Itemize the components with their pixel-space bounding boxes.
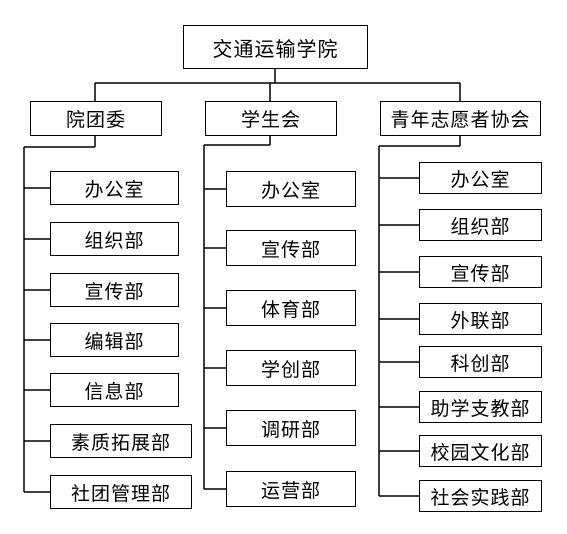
dept-node-c1-4: 编辑部 — [50, 323, 179, 357]
dept-node-c2-2: 宣传部 — [226, 230, 356, 266]
dept-node-c1-7: 社团管理部 — [50, 475, 192, 509]
dept-node-c2-6: 运营部 — [226, 471, 356, 507]
dept-node-c2-1: 办公室 — [226, 171, 356, 207]
dept-node-c2-5: 调研部 — [226, 410, 356, 446]
dept-node-c3-3: 宣传部 — [419, 256, 542, 288]
dept-node-c2-4: 学创部 — [226, 350, 356, 386]
dept-node-c3-7: 校园文化部 — [419, 435, 542, 467]
dept-node-c1-1: 办公室 — [50, 171, 179, 205]
column-header-youth-league: 院团委 — [30, 101, 162, 136]
dept-node-c3-5: 科创部 — [419, 346, 542, 378]
column-header-student-union: 学生会 — [205, 101, 337, 136]
dept-node-c3-2: 组织部 — [419, 209, 542, 241]
column-header-volunteer-association: 青年志愿者协会 — [380, 101, 541, 136]
dept-node-c1-6: 素质拓展部 — [50, 424, 192, 458]
dept-node-c3-4: 外联部 — [419, 303, 542, 335]
dept-node-c3-6: 助学支教部 — [419, 391, 542, 423]
dept-node-c1-3: 宣传部 — [50, 273, 179, 307]
dept-node-c3-8: 社会实践部 — [419, 480, 542, 512]
dept-node-c1-5: 信息部 — [50, 373, 179, 407]
dept-node-c3-1: 办公室 — [419, 162, 542, 194]
dept-node-c1-2: 组织部 — [50, 222, 179, 256]
root-node: 交通运输学院 — [183, 25, 368, 69]
dept-node-c2-3: 体育部 — [226, 290, 356, 326]
